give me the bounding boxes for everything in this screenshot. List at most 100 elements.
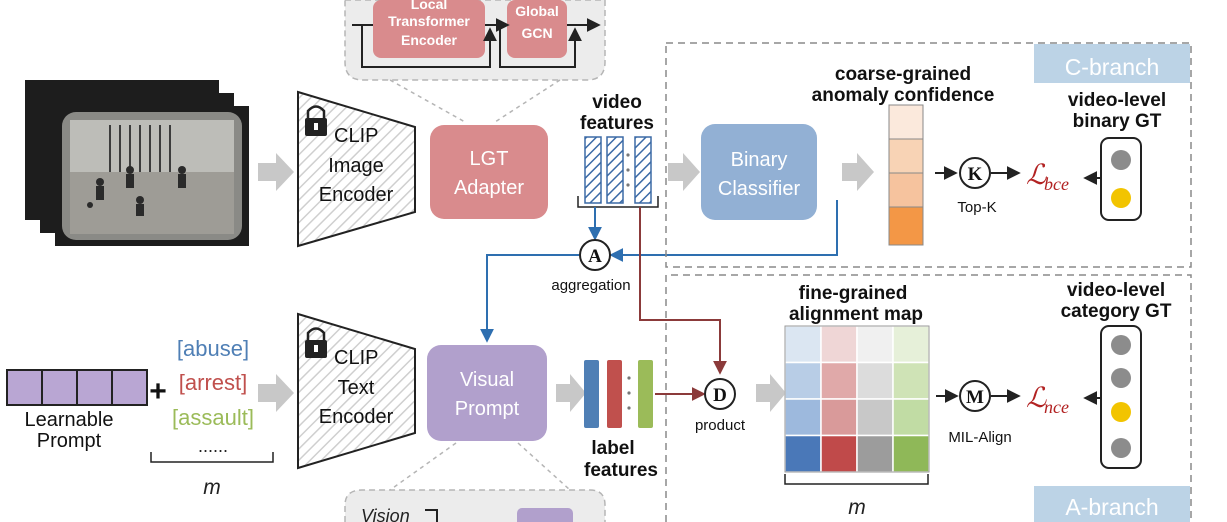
coarse-line2: anomaly confidence xyxy=(812,85,995,106)
lock-icon xyxy=(305,105,327,136)
lock-icon xyxy=(305,327,327,358)
plus-sign: + xyxy=(149,375,167,408)
learnable-line1: Learnable xyxy=(25,409,114,431)
a-branch-label: A-branch xyxy=(1065,494,1158,520)
video-features-line2: features xyxy=(580,113,654,134)
video-frames xyxy=(25,80,249,246)
aggregation-label: aggregation xyxy=(551,277,630,294)
binary-gt: video-level binary GT xyxy=(1068,90,1166,221)
product-label: product xyxy=(695,417,746,434)
alignment-cell xyxy=(784,398,822,437)
alignment-cell xyxy=(820,325,858,364)
learnable-prompt: Learnable Prompt + xyxy=(6,369,167,452)
aggregation-op: A aggregation xyxy=(480,200,838,343)
alignment-cell xyxy=(856,398,894,437)
gt-light-class xyxy=(1111,438,1131,458)
label-features-line2: features xyxy=(584,460,658,481)
vl-binary-line2: binary GT xyxy=(1073,111,1162,132)
encoder-label: Encoder xyxy=(401,32,458,48)
coarse-cell xyxy=(888,104,924,140)
nce-loss: ℒ nce xyxy=(1026,383,1101,417)
nce-symbol: ℒ xyxy=(1026,383,1047,414)
alignment-cell xyxy=(892,361,930,400)
topk-op: K Top-K xyxy=(957,157,1021,216)
gt-light-normal xyxy=(1111,150,1131,170)
mil-symbol: M xyxy=(966,387,984,408)
class-abuse: [abuse] xyxy=(177,336,249,361)
lgt-line2: Adapter xyxy=(454,177,524,199)
gt-light-class xyxy=(1111,335,1131,355)
topk-label: Top-K xyxy=(957,199,996,216)
vision-label: Vision xyxy=(361,506,410,522)
global-label: Global xyxy=(515,3,559,19)
mil-op: M MIL-Align xyxy=(948,380,1021,446)
gt-light-class-active xyxy=(1111,402,1131,422)
fine-map: fine-grained alignment map m xyxy=(784,283,959,519)
fine-line1: fine-grained xyxy=(799,283,908,304)
aggregation-symbol: A xyxy=(588,246,602,267)
category-gt: video-level category GT xyxy=(1061,280,1172,469)
coarse-cell xyxy=(888,138,924,174)
alignment-cell xyxy=(892,325,930,364)
vl-binary-line1: video-level xyxy=(1068,90,1166,111)
visual-prompt-line2: Prompt xyxy=(455,398,520,420)
class-prompts: [abuse] [arrest] [assault] ...... m xyxy=(150,336,274,499)
c-branch-label: C-branch xyxy=(1065,54,1160,80)
clip-image-line1: CLIP xyxy=(334,125,378,147)
alignment-map-border xyxy=(784,325,930,473)
lgt-line1: LGT xyxy=(470,148,509,170)
class-count-m: m xyxy=(203,476,221,499)
alignment-cell xyxy=(784,434,822,473)
clip-text-line2: Text xyxy=(338,377,375,399)
video-features: video features xyxy=(577,92,659,208)
flow-arrows xyxy=(258,153,874,412)
bce-loss: ℒ bce xyxy=(1026,160,1101,194)
class-dots: ...... xyxy=(198,436,228,456)
alignment-cell xyxy=(820,398,858,437)
mil-label: MIL-Align xyxy=(948,429,1011,446)
binary-line2: Classifier xyxy=(718,178,801,200)
alignment-cell xyxy=(784,325,822,364)
coarse-confidence: coarse-grained anomaly confidence xyxy=(812,64,995,246)
a-branch-frame: A-branch xyxy=(665,274,1192,522)
vl-category-line1: video-level xyxy=(1067,280,1165,301)
clip-image-line3: Encoder xyxy=(319,184,394,206)
alignment-cell xyxy=(856,434,894,473)
gt-light-anomaly xyxy=(1111,188,1131,208)
transformer-label: Transformer xyxy=(388,13,470,29)
visual-prompt: Visual Prompt Vision xyxy=(344,345,606,522)
class-assault: [assault] xyxy=(172,405,254,430)
video-features-line1: video xyxy=(592,92,642,113)
clip-text-line1: CLIP xyxy=(334,347,378,369)
coarse-cell xyxy=(888,172,924,208)
clip-image-line2: Image xyxy=(328,155,384,177)
alignment-cell xyxy=(820,434,858,473)
gcn-label: GCN xyxy=(521,25,552,41)
coarse-cell xyxy=(888,206,924,246)
global-gcn-box xyxy=(507,0,567,58)
nce-subscript: nce xyxy=(1044,397,1069,417)
alignment-cell xyxy=(856,325,894,364)
lgt-adapter: LGT Adapter xyxy=(430,125,548,219)
alignment-cell xyxy=(784,361,822,400)
visual-prompt-line1: Visual xyxy=(460,369,514,391)
fine-line2: alignment map xyxy=(789,304,923,325)
vl-category-line2: category GT xyxy=(1061,301,1172,322)
c-branch-frame: C-branch xyxy=(665,42,1192,268)
clip-text-line3: Encoder xyxy=(319,406,394,428)
lgt-internals: Local Transformer Encoder Global GCN xyxy=(344,0,606,123)
local-transformer-box xyxy=(373,0,485,58)
bce-symbol: ℒ xyxy=(1026,160,1047,191)
matrix-count-m: m xyxy=(848,496,866,519)
clip-image-encoder: CLIP Image Encoder xyxy=(297,90,416,248)
bce-subscript: bce xyxy=(1044,174,1069,194)
binary-line1: Binary xyxy=(731,149,788,171)
clip-text-encoder: CLIP Text Encoder xyxy=(297,312,416,470)
alignment-cell xyxy=(856,361,894,400)
label-features: label features xyxy=(584,360,658,481)
product-op: D product xyxy=(639,207,746,434)
alignment-cell xyxy=(892,434,930,473)
learnable-line2: Prompt xyxy=(37,430,102,452)
